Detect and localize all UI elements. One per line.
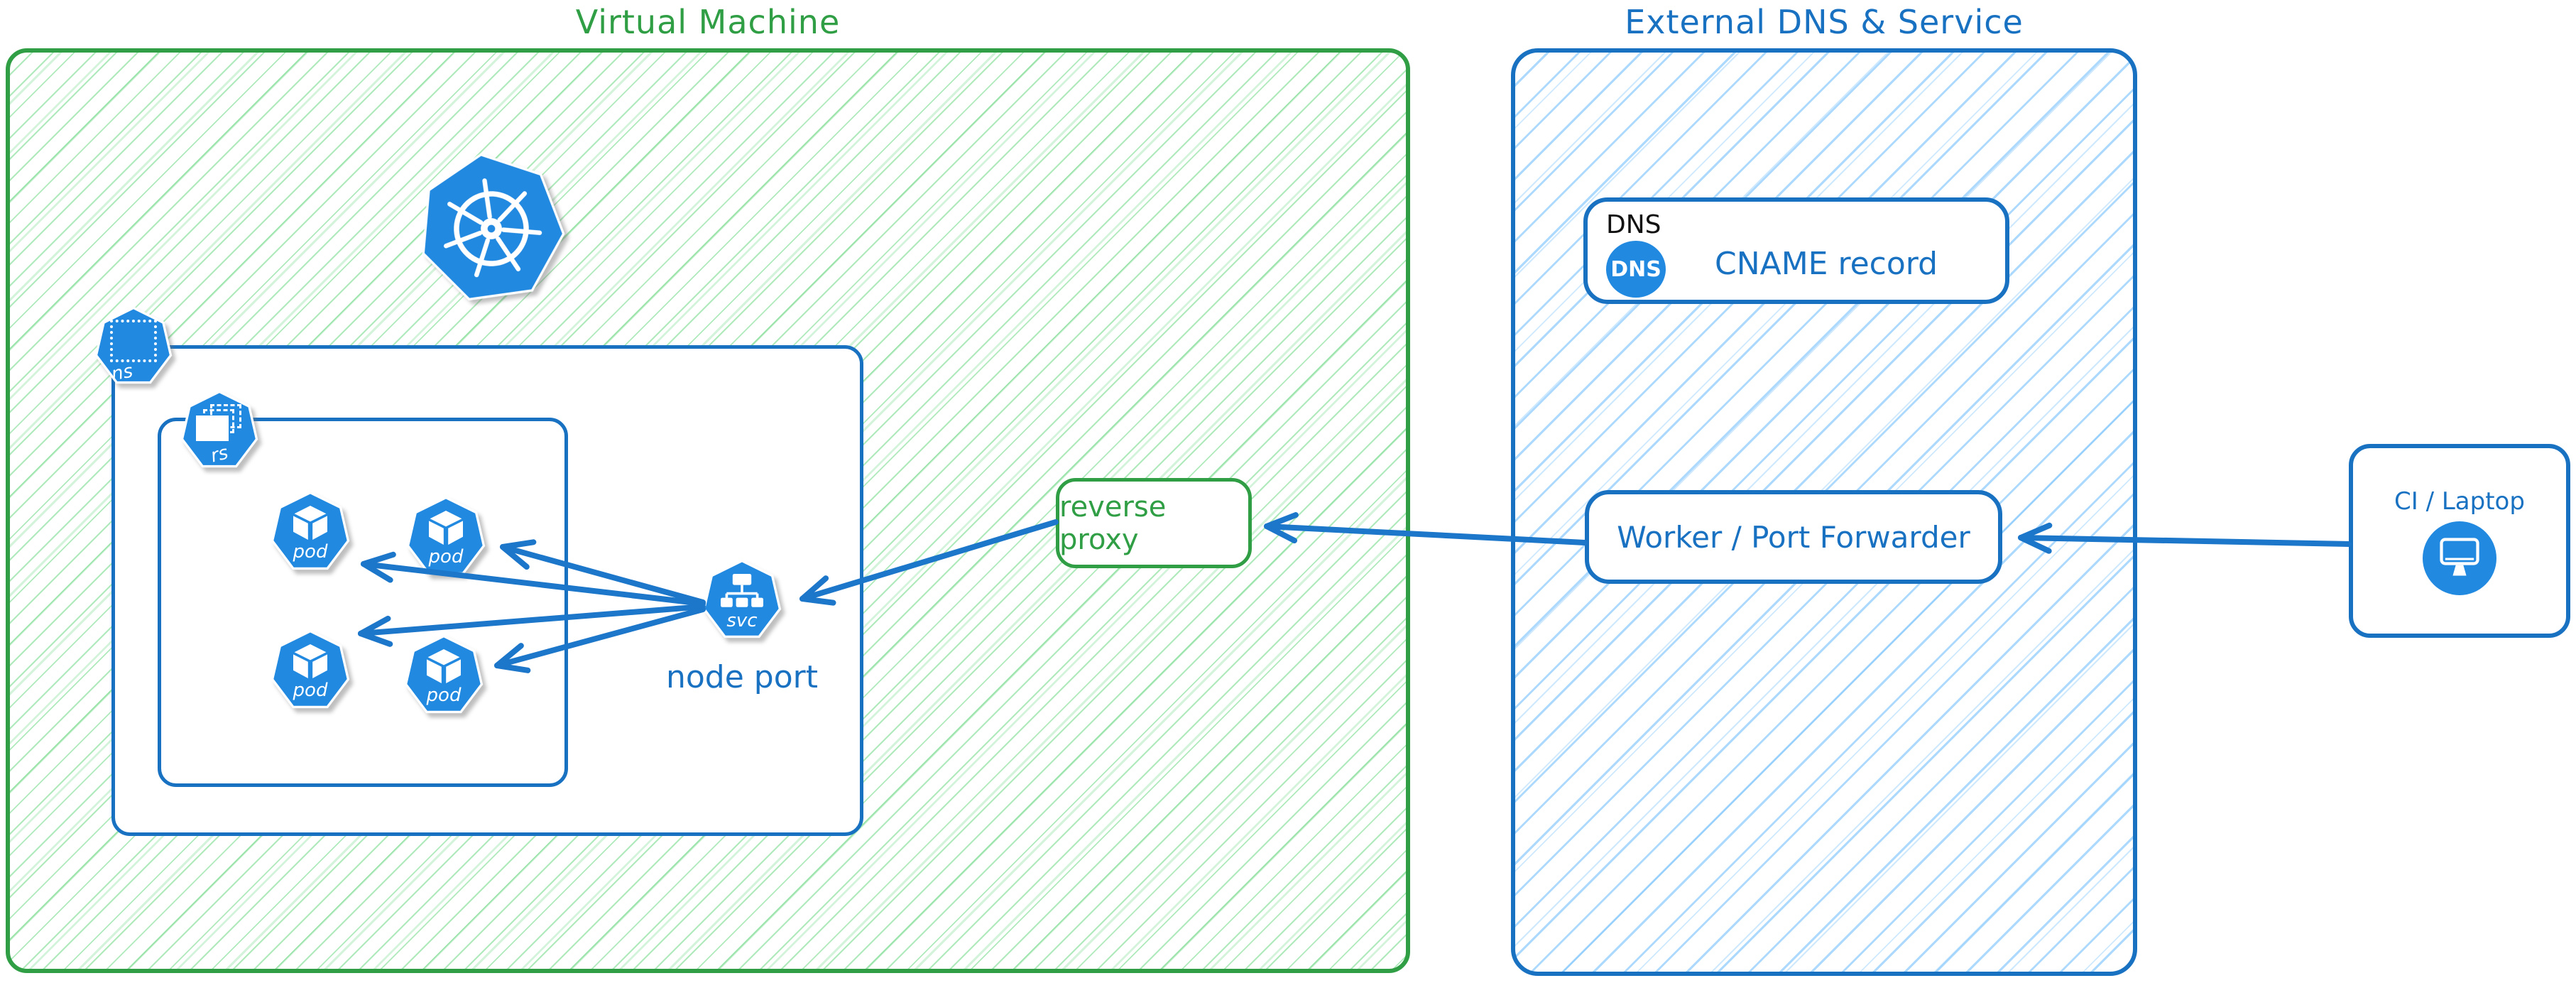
service-tree-icon — [721, 574, 763, 607]
ns-heptagon: ns — [97, 309, 170, 386]
worker-label: Worker / Port Forwarder — [1617, 519, 1970, 555]
kubernetes-logo-icon — [400, 137, 583, 320]
kubernetes-heptagon — [403, 141, 579, 317]
replicaset-badge: rs — [208, 442, 231, 467]
namespace-dotted-square-icon — [110, 320, 157, 362]
pod-heptagon: pod — [409, 499, 483, 572]
reverse-proxy-label: reverse proxy — [1059, 490, 1167, 556]
pod-badge: pod — [293, 541, 328, 563]
pod-heptagon: pod — [273, 632, 347, 706]
namespace-badge: ns — [109, 360, 135, 386]
cname-record-box: DNS DNS CNAME record — [1583, 197, 2009, 304]
pod-badge: pod — [426, 685, 462, 706]
pod-heptagon: pod — [407, 637, 481, 711]
rs-heptagon: rs — [183, 393, 256, 467]
pod-icon: pod — [402, 494, 490, 582]
ci-laptop-box: CI / Laptop — [2349, 444, 2570, 638]
kubernetes-wheel-icon — [427, 165, 556, 293]
pod-icon: pod — [266, 489, 354, 577]
namespace-icon: ns — [90, 304, 177, 391]
cube-icon — [427, 649, 461, 683]
reverse-proxy-box: reverse proxy — [1056, 478, 1252, 568]
dns-icon-label: DNS — [1610, 256, 1661, 282]
pod-badge: pod — [293, 680, 328, 701]
svc-heptagon: svc — [705, 562, 779, 636]
virtual-machine-title: Virtual Machine — [575, 3, 841, 41]
service-badge: svc — [726, 610, 758, 631]
monitor-glyph — [2440, 537, 2479, 575]
worker-port-forwarder-box: Worker / Port Forwarder — [1585, 490, 2002, 584]
dns-section-label: DNS — [1606, 210, 1661, 239]
dns-icon: DNS — [1606, 241, 1666, 298]
ci-laptop-label: CI / Laptop — [2394, 487, 2525, 516]
cube-icon — [293, 644, 327, 678]
external-dns-title: External DNS & Service — [1625, 3, 2024, 41]
pod-badge: pod — [428, 546, 464, 567]
pod-icon: pod — [400, 632, 488, 720]
rs-solid-rect — [196, 416, 229, 441]
replicaset-cascade-icon — [196, 404, 243, 444]
cube-icon — [293, 506, 327, 540]
cname-record-label: CNAME record — [1714, 245, 1938, 282]
pod-heptagon: pod — [273, 494, 347, 567]
cube-icon — [429, 511, 463, 545]
replicaset-icon: rs — [176, 388, 263, 474]
monitor-icon — [2423, 521, 2496, 595]
service-icon: svc — [698, 557, 786, 645]
node-port-label: node port — [666, 659, 818, 695]
pod-icon: pod — [266, 627, 354, 715]
